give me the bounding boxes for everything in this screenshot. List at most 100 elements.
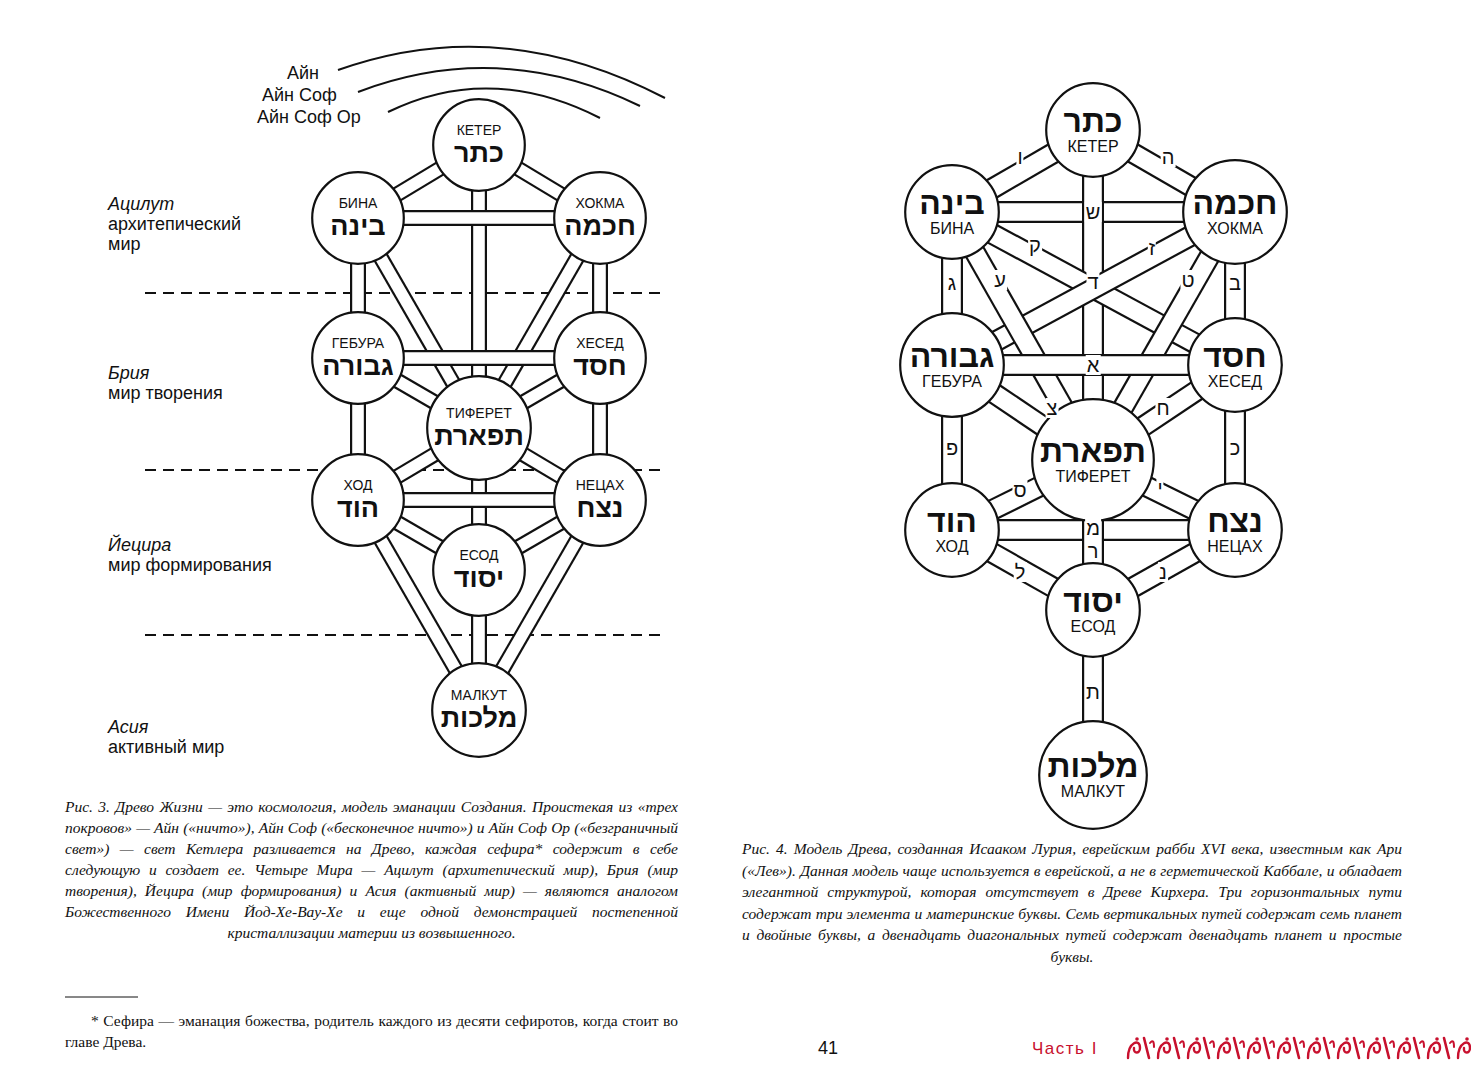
veil-name: Айн <box>287 63 319 84</box>
bar-outline <box>402 492 556 508</box>
path-bar <box>517 168 563 196</box>
sephira-circle: הודХОД <box>904 482 1000 578</box>
path-letter: פ <box>945 438 959 458</box>
bar-fill <box>1146 486 1195 510</box>
sephira-name: ТИФЕРЕТ <box>1055 469 1130 485</box>
hebrew-name: הוד <box>337 495 379 522</box>
bar-outline <box>402 210 556 226</box>
sephira-name: ХОД <box>344 478 373 492</box>
world-name: Йецира <box>108 535 171 556</box>
bar-fill <box>396 454 436 478</box>
circle-shape <box>1046 83 1140 177</box>
bar-fill <box>396 522 441 548</box>
hebrew-name: כתר <box>454 140 504 167</box>
bar-fill <box>1084 175 1102 401</box>
bar-fill <box>517 168 563 196</box>
bar-fill <box>522 380 562 403</box>
bar-outline <box>517 522 562 548</box>
bar-fill <box>352 402 364 456</box>
veil-name: Айн Соф Ор <box>257 107 361 128</box>
bar-fill <box>402 212 556 224</box>
sephira-name: КЕТЕР <box>457 123 502 137</box>
circle-shape <box>432 663 526 757</box>
path-bar <box>396 168 442 196</box>
hebrew-name: תפארת <box>434 423 524 450</box>
page-number: 41 <box>818 1038 838 1059</box>
path-bar <box>402 500 556 501</box>
bar-fill <box>1142 390 1198 427</box>
sephira-name: ХЕСЕД <box>1208 374 1262 390</box>
path-bar <box>358 402 359 456</box>
hebrew-name: חכמה <box>564 213 636 240</box>
path-letter: ק <box>1028 235 1042 255</box>
bar-fill <box>402 352 556 364</box>
hebrew-name: גבורה <box>910 340 995 372</box>
hebrew-name: נצח <box>577 495 624 522</box>
bar-outline <box>1142 390 1198 427</box>
world-description: мир творения <box>108 383 223 404</box>
path-bar <box>479 614 480 665</box>
bar-outline <box>941 257 963 315</box>
path-bar <box>522 454 562 478</box>
path-letter: צ <box>1046 398 1059 418</box>
sephira-name: ЕСОД <box>1071 619 1116 635</box>
footnote-rule <box>65 997 138 998</box>
sephira-circle: חכמהХОКМА <box>1182 159 1288 265</box>
path-letter: ז <box>1148 238 1156 258</box>
ornament-band <box>1125 1034 1471 1062</box>
bar-outline <box>1132 552 1196 588</box>
bar-fill <box>402 494 556 506</box>
bar-fill <box>396 380 436 403</box>
circle-shape <box>554 312 646 404</box>
path-bar <box>358 262 359 314</box>
bar-fill <box>1226 262 1244 320</box>
bar-fill <box>1132 552 1196 588</box>
figure-caption: Рис. 4. Модель Древа, созданная Исааком … <box>742 838 1402 967</box>
sephira-circle: ГЕБУРА גבורה <box>311 311 405 405</box>
sephira-name: ХОКМА <box>576 196 625 210</box>
bar-fill <box>517 522 562 548</box>
circle-shape <box>433 524 525 616</box>
path-bar <box>522 380 562 403</box>
path-letter: מ <box>1085 518 1101 538</box>
circle-shape <box>1183 160 1287 264</box>
path-bar <box>396 522 441 548</box>
circle-shape <box>554 172 646 264</box>
circle-shape <box>900 313 1004 417</box>
hebrew-name: בינה <box>919 187 985 219</box>
hebrew-name: גבורה <box>322 353 393 380</box>
bar-outline <box>517 168 563 196</box>
sephira-circle: БИНАבינה <box>311 171 405 265</box>
sephira-circle: גבורהГЕБУРА <box>899 312 1005 418</box>
sephira-circle: נצחНЕЦАХ <box>1187 482 1283 578</box>
path-bar <box>600 262 601 314</box>
sephira-name: МАЛКУТ <box>1061 784 1125 800</box>
path-bar <box>402 218 556 219</box>
sephira-name: МАЛКУТ <box>451 688 507 702</box>
path-letter: ד <box>1086 272 1099 292</box>
circle-shape <box>905 165 999 259</box>
path-bar <box>517 522 562 548</box>
hebrew-name: חסד <box>573 353 626 380</box>
bar-fill <box>943 257 961 315</box>
bar-fill <box>991 552 1054 588</box>
path-letter: כ <box>1229 438 1242 458</box>
path-bar <box>1142 390 1198 427</box>
world-divider <box>145 634 660 636</box>
circle-shape <box>554 454 646 546</box>
sephira-name: ХЕСЕД <box>576 336 624 350</box>
world-description: архитепический мир <box>108 214 258 254</box>
bar-outline <box>997 519 1190 541</box>
path-letter: ר <box>1087 541 1100 561</box>
bar-outline <box>941 415 963 485</box>
veil-name: Айн Соф <box>262 85 337 106</box>
sephira-circle: ТИФЕРЕТתפארת <box>426 375 532 481</box>
path-letter: ש <box>1085 202 1102 222</box>
hebrew-name: מלכות <box>441 705 518 732</box>
bar-outline <box>993 393 1044 427</box>
path-bar <box>402 358 556 359</box>
sephira-name: НЕЦАХ <box>1207 539 1262 555</box>
circle-shape <box>905 483 999 577</box>
sephira-name: ГЕБУРА <box>332 336 384 350</box>
path-letter: ח <box>1155 398 1170 418</box>
